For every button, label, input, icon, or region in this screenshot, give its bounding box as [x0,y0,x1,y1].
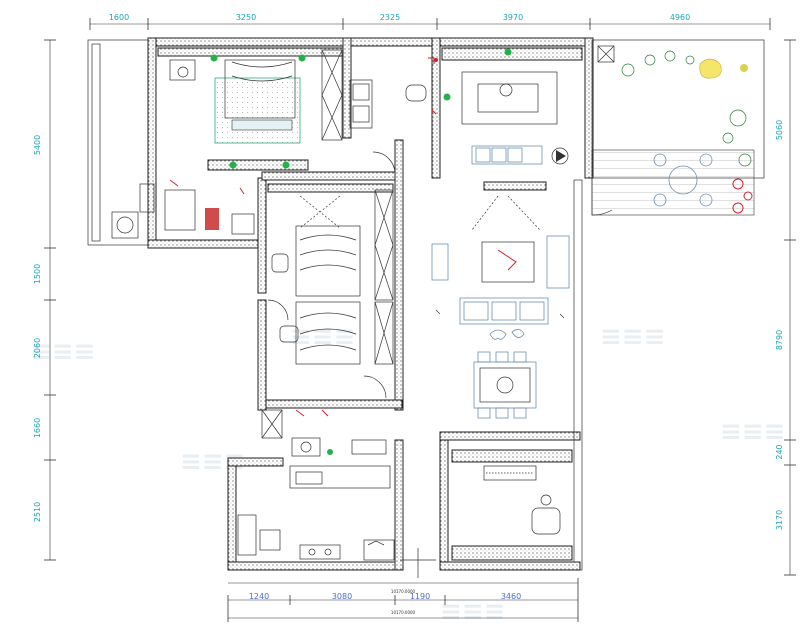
dining-area [473,351,537,419]
piano-room [451,449,573,561]
dimension-label: 240 [775,444,784,459]
outlet-icon [443,93,451,101]
dimension-label: 3250 [236,13,256,22]
outlet-icon [282,161,290,169]
living-room [431,181,570,340]
left-dimension-line: 5400 1500 2060 1660 2510 [33,39,56,561]
total-dimension-label: 10170.0000 [391,610,416,615]
dimension-label: 1660 [33,418,42,438]
exterior-walls [87,37,594,571]
right-dimension-line: 5060 8790 240 3170 [775,39,796,576]
kitchen [237,465,395,561]
dimension-label: 3080 [332,592,352,601]
outlet-icon [210,54,218,62]
dimension-label: 1600 [109,13,129,22]
dimension-label: 3170 [775,510,784,530]
dimension-label: 5060 [775,120,784,140]
total-dimension-label: 10170.0000 [391,589,416,594]
bathroom-2 [261,409,387,457]
watermark: ≡≡≡ [30,337,95,367]
dimension-label: 1240 [249,592,269,601]
dimension-label: 2510 [33,502,42,522]
outlet-icon [229,161,237,169]
dimension-label: 2060 [33,338,42,358]
dimension-label: 5400 [33,135,42,155]
bedroom-3 [279,301,394,399]
dimension-label: 3970 [503,13,523,22]
dimension-label: 3460 [501,592,521,601]
dimension-label: 1500 [33,264,42,284]
study-room [441,47,583,165]
top-dimension-line: 1600 3250 2325 3970 4960 [89,13,771,30]
master-bedroom [157,47,396,175]
bottom-dimension-line: 10170.0000 10170.0000 1240 3080 1190 346… [227,578,579,622]
outlet-icon [504,48,512,56]
outlet-icon [298,54,306,62]
dimension-label: 8790 [775,330,784,350]
watermark: ≡≡≡ [600,322,665,352]
door-swings [267,178,613,578]
watermark: ≡≡≡ [440,597,505,627]
watermark: ≡≡≡ [290,322,355,352]
watermark-group: ≡≡≡ ≡≡≡ ≡≡≡ ≡≡≡ ≡≡≡ ≡≡≡ [30,322,785,627]
laundry-area [111,179,255,239]
dimension-label: 2325 [380,13,400,22]
dimension-label: 4960 [670,13,690,22]
outlet-icon [327,449,333,455]
roof-terrace [591,39,765,216]
bedroom-2 [267,183,394,301]
watermark: ≡≡≡ [720,417,785,447]
bathroom-top [349,57,438,129]
dimension-label: 1190 [410,592,430,601]
